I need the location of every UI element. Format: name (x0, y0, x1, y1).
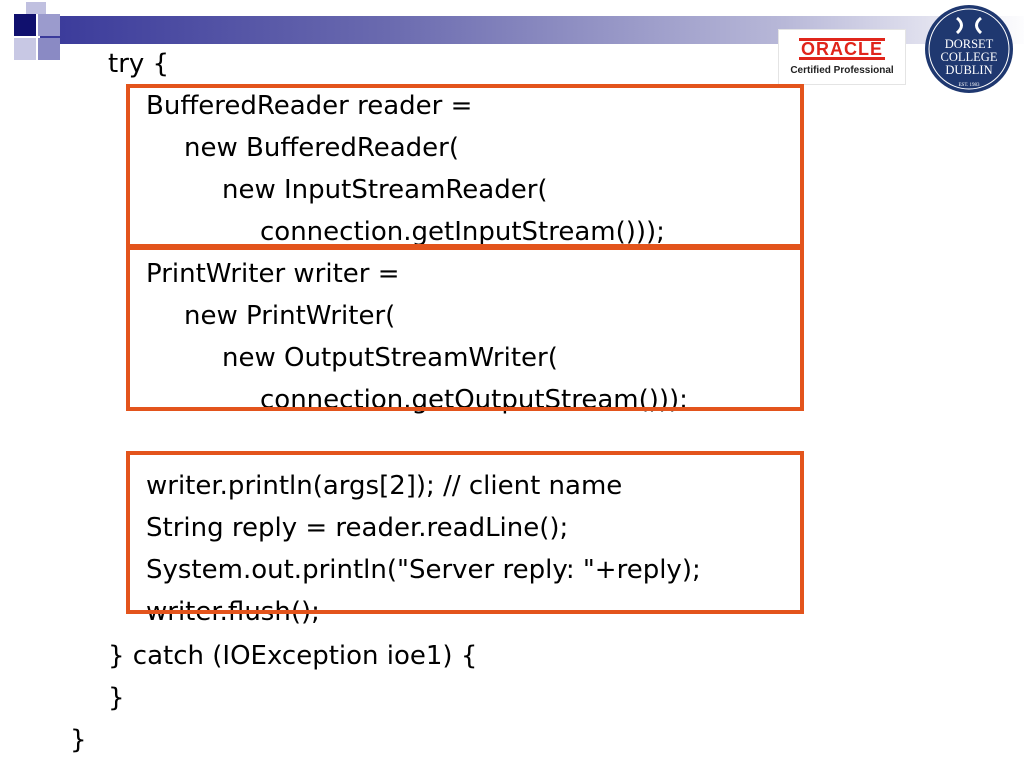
college-line-2: COLLEGE (940, 50, 998, 64)
highlight-frame-writer (126, 246, 804, 411)
code-line: BufferedReader reader = (146, 91, 473, 121)
college-crest-icon (925, 5, 1013, 93)
code-line: new InputStreamReader( (222, 175, 548, 205)
code-line: System.out.println("Server reply: "+repl… (146, 555, 701, 585)
code-line: try { (108, 49, 170, 79)
corner-square-decoration (38, 14, 60, 36)
code-line: writer.println(args[2]); // client name (146, 471, 623, 501)
corner-square-decoration (38, 38, 60, 60)
oracle-subtitle: Certified Professional (790, 65, 894, 76)
code-line: PrintWriter writer = (146, 259, 400, 289)
code-line: } (70, 725, 87, 755)
highlight-frame-exchange (126, 451, 804, 614)
college-line-3: DUBLIN (945, 63, 993, 77)
code-line: new BufferedReader( (184, 133, 460, 163)
code-line: String reply = reader.readLine(); (146, 513, 569, 543)
college-established: EST. 1983 (958, 83, 980, 88)
corner-square-decoration (14, 38, 36, 60)
code-line: new OutputStreamWriter( (222, 343, 558, 373)
code-line: } (108, 683, 125, 713)
corner-square-decoration (14, 14, 36, 36)
corner-square-decoration (26, 2, 46, 14)
code-line: new PrintWriter( (184, 301, 396, 331)
code-line: } catch (IOException ioe1) { (108, 641, 478, 671)
highlight-frame-reader (126, 84, 804, 248)
oracle-wordmark: ORACLE (799, 38, 885, 60)
oracle-certified-logo: ORACLE Certified Professional (778, 29, 906, 85)
college-line-1: DORSET (944, 37, 994, 51)
college-name: DORSET COLLEGE DUBLIN EST. 1983 (924, 38, 1014, 92)
code-line: connection.getInputStream())); (260, 217, 665, 247)
